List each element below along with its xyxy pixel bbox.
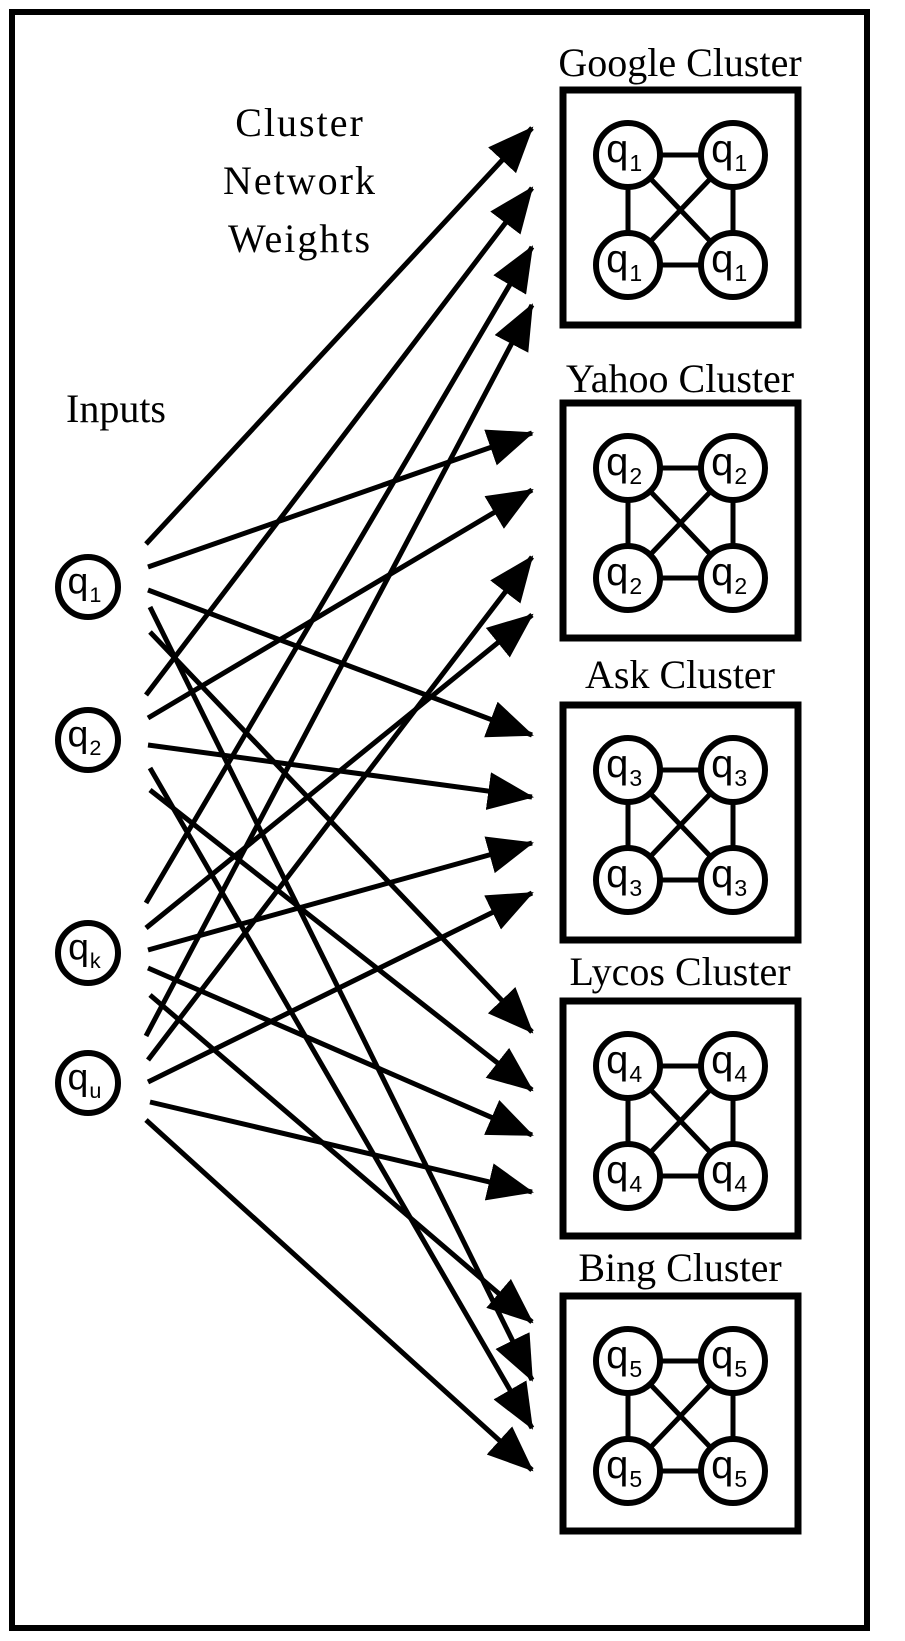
cluster-node-label: q3 bbox=[606, 852, 642, 901]
cluster-node-circle bbox=[698, 735, 768, 805]
input-node-k: qk bbox=[55, 920, 121, 986]
cluster-5: Bing Cluster q5 q5 q5 q5 bbox=[559, 1245, 802, 1535]
input-node-2: q2 bbox=[55, 707, 121, 773]
weight-edge-3 bbox=[147, 587, 534, 738]
cluster-node-circle bbox=[593, 543, 663, 613]
cluster-node-label: q1 bbox=[606, 237, 642, 286]
cluster-node-label: q5 bbox=[606, 1443, 642, 1492]
cluster-node-circle bbox=[698, 1436, 768, 1506]
input-node-circle bbox=[55, 707, 121, 773]
network-weight-edges bbox=[143, 126, 535, 1472]
input-node-circle bbox=[55, 554, 121, 620]
cluster-node-circle bbox=[698, 1031, 768, 1101]
weight-edge-9 bbox=[143, 245, 535, 905]
weight-edge-6 bbox=[146, 487, 534, 721]
input-node-label: q2 bbox=[67, 713, 101, 760]
input-node-circle bbox=[55, 920, 121, 986]
cluster-node-label: q5 bbox=[711, 1443, 747, 1492]
input-node-label: qu bbox=[67, 1056, 101, 1103]
cluster-title: Bing Cluster bbox=[578, 1245, 781, 1290]
cluster-node-label: q3 bbox=[606, 742, 642, 791]
cluster-2: Yahoo Cluster q2 q2 q2 q2 bbox=[559, 356, 802, 642]
input-node-u: qu bbox=[55, 1050, 121, 1116]
cluster-node-circle bbox=[593, 845, 663, 915]
cluster-node-label: q4 bbox=[606, 1148, 642, 1197]
weight-edge-19 bbox=[147, 766, 535, 1430]
cluster-node-circle bbox=[698, 543, 768, 613]
cluster-node-label: q1 bbox=[606, 127, 642, 176]
input-node-circle bbox=[55, 1050, 121, 1116]
weight-edge-10 bbox=[147, 836, 534, 953]
weight-edge-17 bbox=[144, 1118, 534, 1472]
input-nodes: q1 q2 qk qu bbox=[55, 554, 121, 1116]
cluster-node-label: q2 bbox=[711, 440, 747, 489]
cluster-node-circle bbox=[593, 1031, 663, 1101]
input-node-label: qk bbox=[68, 926, 101, 973]
cluster-node-label: q2 bbox=[606, 550, 642, 599]
weight-edge-13 bbox=[143, 303, 535, 1038]
weight-edge-4 bbox=[148, 630, 534, 1034]
cluster-node-label: q4 bbox=[606, 1038, 642, 1087]
cluster-node-circle bbox=[698, 1141, 768, 1211]
cluster-node-label: q3 bbox=[711, 742, 747, 791]
input-node-1: q1 bbox=[55, 554, 121, 620]
cluster-node-label: q4 bbox=[711, 1148, 747, 1197]
cluster-node-circle bbox=[593, 433, 663, 503]
input-node-label: q1 bbox=[67, 560, 101, 607]
weights-label-line2: Network bbox=[223, 158, 377, 203]
cluster-node-label: q3 bbox=[711, 852, 747, 901]
cluster-node-label: q1 bbox=[711, 237, 747, 286]
weights-label-line1: Cluster bbox=[235, 100, 365, 145]
cluster-node-circle bbox=[593, 230, 663, 300]
cluster-node-circle bbox=[698, 433, 768, 503]
cluster-3: Ask Cluster q3 q3 q3 q3 bbox=[559, 652, 802, 944]
cluster-node-circle bbox=[593, 1326, 663, 1396]
weight-edge-8 bbox=[148, 788, 534, 1092]
cluster-node-circle bbox=[593, 735, 663, 805]
cluster-node-label: q4 bbox=[711, 1038, 747, 1087]
cluster-node-label: q2 bbox=[711, 550, 747, 599]
weights-label-line3: Weights bbox=[228, 216, 372, 261]
cluster-node-label: q1 bbox=[711, 127, 747, 176]
weight-edge-5 bbox=[144, 186, 534, 697]
weight-edge-20 bbox=[144, 613, 534, 930]
cluster-node-circle bbox=[698, 1326, 768, 1396]
cluster-4: Lycos Cluster q4 q4 q4 q4 bbox=[559, 949, 802, 1240]
cluster-title: Google Cluster bbox=[558, 40, 801, 85]
cluster-node-circle bbox=[698, 845, 768, 915]
outer-frame bbox=[9, 9, 870, 1631]
weight-edge-2 bbox=[147, 429, 534, 570]
cluster-node-label: q5 bbox=[711, 1333, 747, 1382]
weight-edge-14 bbox=[146, 555, 534, 1062]
cluster-node-circle bbox=[593, 120, 663, 190]
weight-edge-18 bbox=[147, 605, 535, 1382]
cluster-title: Lycos Cluster bbox=[569, 949, 790, 994]
cluster-node-label: q5 bbox=[606, 1333, 642, 1382]
cluster-node-circle bbox=[593, 1436, 663, 1506]
inputs-label: Inputs bbox=[66, 386, 166, 431]
cluster-node-label: q2 bbox=[606, 440, 642, 489]
weight-edge-1 bbox=[144, 126, 534, 546]
weight-edge-16 bbox=[149, 1099, 534, 1201]
cluster-title: Yahoo Cluster bbox=[566, 356, 794, 401]
cluster-title: Ask Cluster bbox=[585, 652, 775, 697]
cluster-1: Google Cluster q1 q1 q1 q1 bbox=[558, 40, 802, 329]
cluster-node-circle bbox=[698, 120, 768, 190]
weight-edge-11 bbox=[147, 965, 534, 1138]
cluster-node-circle bbox=[698, 230, 768, 300]
cluster-node-circle bbox=[593, 1141, 663, 1211]
